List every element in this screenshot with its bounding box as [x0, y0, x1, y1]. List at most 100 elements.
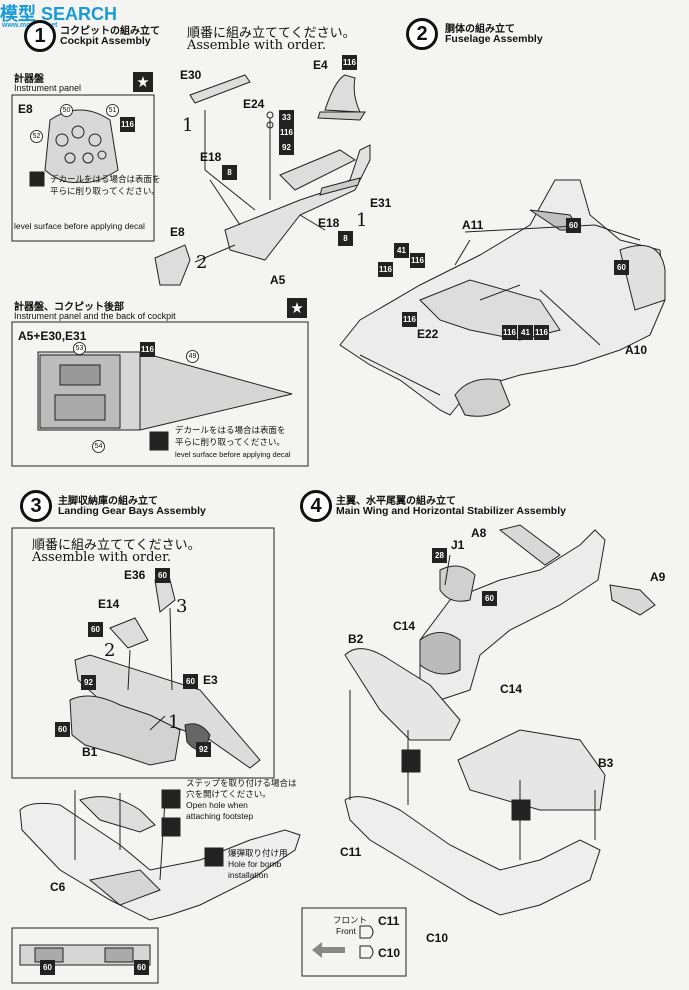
part-label-a8: A8 [471, 526, 487, 540]
decal-49: 49 [186, 350, 199, 363]
step-number-2: 2 [406, 18, 438, 50]
instrument-panel-title-jp: 計器盤 [14, 74, 44, 85]
paint-60-b: 60 [614, 260, 629, 275]
part-label-e3: E3 [203, 673, 218, 687]
bomb-note-jp: 爆弾取り付け用 [228, 848, 288, 858]
footstep-note-jp-1: ステップを取り付ける場合は [186, 778, 297, 788]
paint-116-cockpit: 116 [140, 342, 155, 357]
part-label-a9: A9 [650, 570, 666, 584]
paint-116-d: 116 [502, 325, 517, 340]
step3-order-jp: 順番に組み立ててください。 [32, 538, 201, 553]
step1-order-jp: 順番に組み立ててください。 [187, 26, 356, 41]
paint-116: 116 [120, 117, 135, 132]
part-label-a5: A5 [270, 273, 286, 287]
front-c11: C11 [378, 914, 400, 928]
instrument-panel-box [11, 94, 155, 242]
part-label-j1: J1 [451, 538, 465, 552]
part-label-c14-b: C14 [500, 682, 523, 696]
decal-52: 52 [30, 130, 43, 143]
paint-60-b1: 60 [55, 722, 70, 737]
part-label-c6: C6 [50, 880, 66, 894]
part-label-e36: E36 [124, 568, 146, 582]
decal-note-jp-2: 平らに削り取ってください。 [50, 186, 160, 196]
decal-note-en: level surface before applying decal [14, 221, 145, 231]
step2-title-en: Fuselage Assembly [445, 33, 543, 45]
part-label-c14-a: C14 [393, 619, 416, 633]
star-icon-2: ★ [287, 298, 307, 318]
paint-33: 33 [279, 110, 294, 125]
decal-51: 51 [106, 104, 119, 117]
part-label-e8: E8 [170, 225, 185, 239]
watermark-text: 模型 SEARCH [0, 4, 118, 24]
instrument-panel-title-en: Instrument panel [14, 83, 82, 93]
part-label-e24: E24 [243, 97, 265, 111]
star-icon: ★ [133, 72, 153, 92]
step3-order-en: Assemble with order. [32, 550, 172, 565]
part-label-e30: E30 [180, 68, 202, 82]
cockpit-decal-en: level surface before applying decal [175, 450, 291, 459]
footstep-note-en-1: Open hole when [186, 800, 248, 810]
cockpit-box-parts: A5+E30,E31 [18, 329, 87, 343]
part-label-e18-b: E18 [318, 216, 340, 230]
bay-detail-box [11, 927, 159, 984]
paint-92-a: 92 [81, 675, 96, 690]
order-mark-3-2: 2 [104, 640, 116, 661]
paint-116-e24: 116 [279, 125, 294, 140]
paint-28: 28 [432, 548, 447, 563]
order-mark-1a: 1 [182, 115, 194, 136]
part-label-b3: B3 [598, 756, 614, 770]
paint-8-a: 8 [222, 165, 237, 180]
footstep-note-jp-2: 穴を開けてください。 [186, 789, 271, 799]
step3-title-en: Landing Gear Bays Assembly [58, 505, 206, 517]
part-label-b2: B2 [348, 632, 364, 646]
part-label-c10: C10 [426, 931, 449, 945]
part-label-b1: B1 [82, 745, 98, 759]
step-number-4: 4 [300, 490, 332, 522]
cockpit-decal-jp-1: デカールをはる場合は表面を [175, 425, 286, 435]
paint-41-a: 41 [394, 243, 409, 258]
order-mark-3-1: 1 [168, 712, 180, 733]
paint-92: 92 [279, 140, 294, 155]
paint-60-bay-a: 60 [40, 960, 55, 975]
paint-116-b: 116 [410, 253, 425, 268]
cockpit-decal-jp-2: 平らに削り取ってください。 [175, 437, 285, 447]
paint-60-e3: 60 [183, 674, 198, 689]
decal-53: 53 [73, 342, 86, 355]
front-c10: C10 [378, 946, 401, 960]
step3-title-jp: 主脚収納庫の組み立て [58, 496, 158, 507]
cockpit-box-title-jp: 計器盤、コクピット後部 [14, 302, 124, 313]
cockpit-box-title-en: Instrument panel and the back of cockpit [14, 311, 176, 321]
paint-41-b: 41 [518, 325, 533, 340]
step1-title-jp: コクピットの組み立て [60, 26, 160, 37]
order-mark-3-3: 3 [176, 596, 188, 617]
paint-116-e: 116 [534, 325, 549, 340]
step-number-3: 3 [20, 490, 52, 522]
step4-title-en: Main Wing and Horizontal Stabilizer Asse… [336, 505, 566, 517]
decal-note-jp-1: デカールをはる場合は表面を [50, 174, 161, 184]
front-indicator-box [301, 907, 407, 977]
decal-54: 54 [92, 440, 105, 453]
footstep-note-en-2: attaching footstep [186, 811, 254, 821]
paint-116-c: 116 [402, 312, 417, 327]
step1-title-en: Cockpit Assembly [60, 35, 151, 47]
paint-116-a: 116 [378, 262, 393, 277]
step2-title-jp: 胴体の組み立て [445, 24, 515, 35]
order-mark-1b: 1 [356, 210, 368, 231]
bomb-note-en-1: Hole for bomb [228, 859, 282, 869]
part-e30-shape [189, 74, 251, 104]
paint-116-e4: 116 [342, 55, 357, 70]
part-label-a11: A11 [462, 218, 484, 232]
front-label-en: Front [336, 926, 356, 936]
paint-8-b: 8 [338, 231, 353, 246]
part-label-c11: C11 [340, 845, 362, 859]
part-label-e18-a: E18 [200, 150, 222, 164]
part-label-e4: E4 [313, 58, 328, 72]
cockpit-detail-box [11, 321, 309, 467]
part-label-e31: E31 [370, 196, 392, 210]
part-label-e8-panel: E8 [18, 102, 33, 116]
paint-60-e14: 60 [88, 622, 103, 637]
paint-60-j1: 60 [482, 591, 497, 606]
step-number-1: 1 [24, 20, 56, 52]
part-label-e14: E14 [98, 597, 120, 611]
